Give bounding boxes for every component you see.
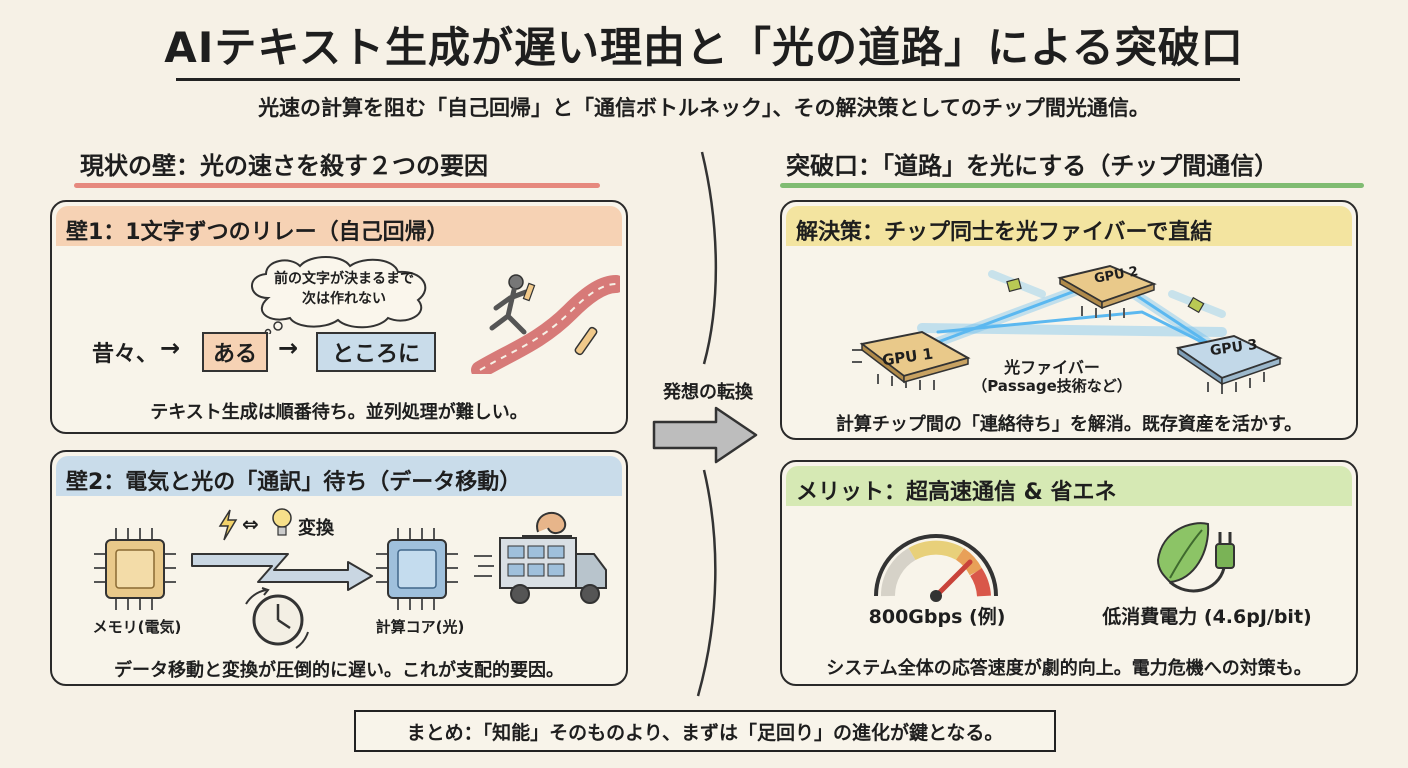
relay-arrow-1: → [160, 334, 181, 362]
power-label: 低消費電力 (4.6pJ/bit) [1102, 606, 1312, 628]
compute-core-chip-icon [376, 528, 458, 610]
merit-title-band [786, 466, 1352, 506]
solution-panel: 解決策：チップ同士を光ファイバーで直結 [780, 200, 1358, 440]
transition-label: 発想の転換 [663, 382, 753, 403]
page-subtitle: 光速の計算を阻む「自己回帰」と「通信ボトルネック」、その解決策としてのチップ間光… [258, 96, 1150, 120]
clock-icon [245, 587, 309, 649]
left-section-heading: 現状の壁：光の速さを殺す２つの要因 [80, 152, 488, 180]
center-divider-curve [696, 151, 718, 697]
eco-leaf-plug-icon [1156, 522, 1235, 593]
convert-symbol: ⇔ [242, 512, 259, 536]
wall2-title: 壁2：電気と光の「通訳」待ち（データ移動） [66, 470, 522, 495]
fiber-label: 光ファイバー [1004, 358, 1100, 377]
wall1-title: 壁1：1文字ずつのリレー（自己回帰） [66, 220, 449, 245]
convert-label: 変換 [298, 518, 334, 539]
wall2-caption: データ移動と変換が圧倒的に遅い。これが支配的要因。 [114, 660, 564, 681]
speed-label: 800Gbps (例) [868, 606, 1006, 628]
right-section-heading: 突破口：「道路」を光にする（チップ間通信） [786, 152, 1279, 180]
thought-line-2: 次は作れない [302, 291, 386, 307]
delivery-truck-snail-icon [474, 511, 607, 604]
thought-cloud-icon [251, 256, 427, 334]
wall1-panel: 壁1：1文字ずつのリレー（自己回帰） 前の文字が決まるまで 次は作れない 昔々、… [50, 200, 628, 434]
merit-panel: メリット：超高速通信 & 省エネ 800Gbps (例) 低消費電力 (4.6p… [780, 460, 1358, 686]
memory-label: メモリ(電気) [92, 618, 182, 636]
wall2-panel: 壁2：電気と光の「通訳」待ち（データ移動） メモリ(電気) ⇔ 変換 [50, 450, 628, 686]
memory-chip-icon [94, 528, 176, 610]
merit-title: メリット：超高速通信 & 省エネ [796, 480, 1117, 505]
wall1-caption: テキスト生成は順番待ち。並列処理が難しい。 [150, 402, 528, 423]
summary-box: まとめ：「知能」そのものより、まずは「足回り」の進化が鍵となる。 [354, 710, 1056, 752]
speedometer-icon [874, 534, 998, 602]
compute-core-label: 計算コア(光) [375, 618, 465, 636]
relay-arrow-2: → [278, 334, 299, 362]
left-heading-underline [74, 183, 600, 188]
solution-caption: 計算チップ間の「連絡待ち」を解消。既存資産を活かす。 [835, 414, 1303, 435]
word-box-tokoroni: ところに [316, 332, 436, 372]
relay-runner-icon [471, 274, 620, 374]
wall1-title-band [56, 206, 622, 246]
solution-title-band [786, 206, 1352, 246]
page-title: AIテキスト生成が遅い理由と「光の道路」による突破口 [164, 23, 1244, 72]
thought-line-1: 前の文字が決まるまで [274, 271, 414, 287]
right-heading-underline [780, 183, 1364, 188]
title-divider [176, 78, 1240, 81]
gpu-fiber-network-diagram [852, 264, 1283, 394]
fiber-sublabel: （Passage技術など） [972, 377, 1132, 395]
transition-arrow-icon [652, 406, 758, 464]
word-mukashi: 昔々、 [92, 342, 159, 367]
light-bulb-icon [272, 508, 292, 536]
lightning-icon [218, 509, 238, 541]
merit-caption: システム全体の応答速度が劇的向上。電力危機への対策も。 [826, 658, 1312, 679]
word-box-aru: ある [202, 332, 268, 372]
wall2-title-band [56, 456, 622, 496]
zigzag-arrow-icon [191, 553, 373, 591]
solution-title: 解決策：チップ同士を光ファイバーで直結 [796, 220, 1213, 245]
